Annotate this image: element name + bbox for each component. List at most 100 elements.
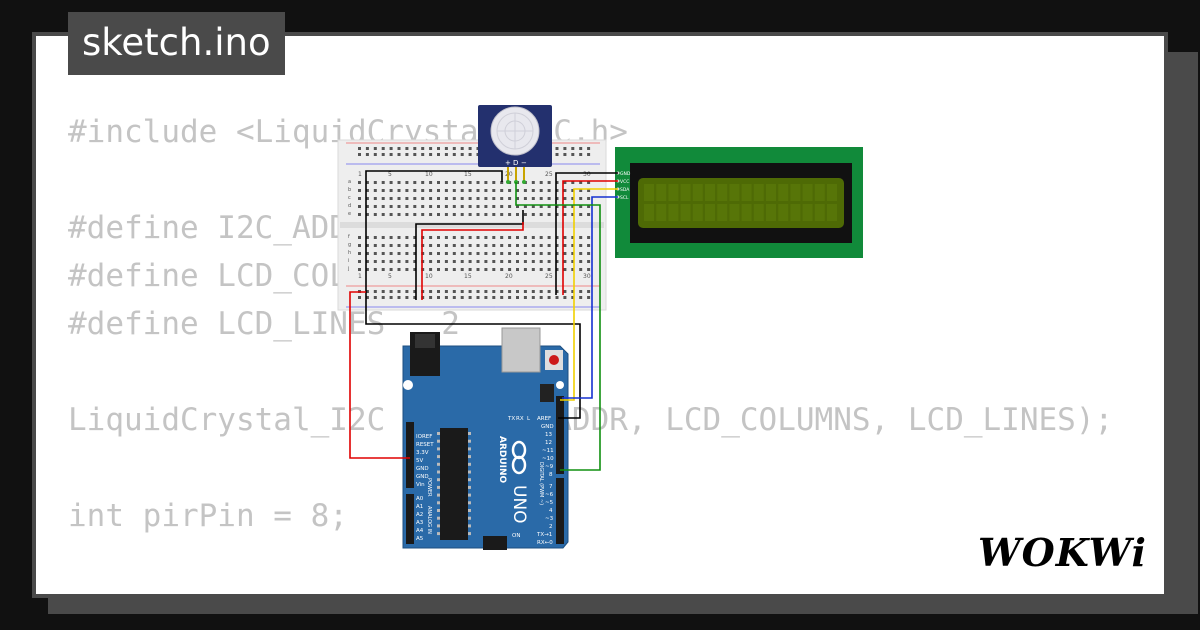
breadboard-hole: [579, 244, 583, 247]
arduino-uno-board[interactable]: IOREF RESET 3.3V 5V GND GND Vin A0 A1 A2…: [402, 327, 569, 550]
breadboard-hole: [571, 236, 575, 239]
breadboard-hole: [500, 252, 504, 255]
breadboard-hole: [492, 290, 496, 293]
breadboard-hole: [468, 197, 472, 200]
breadboard-hole: [358, 189, 361, 192]
analog-pin-label: A3: [416, 520, 424, 526]
breadboard-hole: [452, 260, 456, 263]
lcd-cell: [766, 204, 776, 221]
breadboard-hole: [460, 181, 464, 184]
breadboard-hole: [523, 197, 527, 200]
breadboard-hole: [444, 260, 448, 263]
breadboard-hole: [476, 213, 480, 216]
breadboard-hole: [484, 189, 488, 192]
breadboard-hole: [555, 296, 559, 299]
column-label: 15: [464, 171, 472, 178]
breadboard-hole: [397, 236, 401, 239]
breadboard-hole: [405, 268, 409, 271]
breadboard-hole: [429, 197, 433, 200]
breadboard-hole: [531, 252, 535, 255]
breadboard-hole: [358, 197, 361, 200]
breadboard-hole: [523, 205, 527, 208]
breadboard-hole: [444, 252, 448, 255]
breadboard-hole: [531, 268, 535, 271]
breadboard-hole: [523, 244, 527, 247]
breadboard-hole: [516, 236, 519, 239]
breadboard[interactable]: 1 5 10 15 20 25 30 1 5 10 15 20 25 30 a …: [337, 139, 607, 311]
power-header-label: POWER: [426, 478, 432, 497]
breadboard-hole: [373, 260, 377, 263]
breadboard-hole: [587, 260, 591, 263]
power-pin-label: GND: [416, 466, 429, 472]
breadboard-hole: [405, 197, 409, 200]
breadboard-hole: [444, 205, 448, 208]
code-line: LiquidCrystal_I2C lcd(I2C_ADDR, LCD_COLU…: [68, 402, 1114, 438]
breadboard-hole: [500, 197, 504, 200]
chip-pin: [437, 455, 440, 459]
breadboard-hole: [421, 205, 425, 208]
breadboard-hole: [389, 236, 393, 239]
breadboard-hole: [555, 260, 559, 263]
breadboard-hole: [397, 205, 401, 208]
breadboard-hole: [381, 236, 385, 239]
breadboard-hole: [429, 236, 433, 239]
breadboard-hole: [413, 244, 417, 247]
breadboard-hole: [373, 153, 377, 156]
breadboard-hole: [492, 252, 496, 255]
breadboard-hole: [358, 205, 361, 208]
row-label: c: [348, 195, 351, 201]
breadboard-hole: [492, 236, 496, 239]
breadboard-hole: [484, 260, 488, 263]
breadboard-hole: [476, 236, 480, 239]
breadboard-hole: [452, 197, 456, 200]
breadboard-hole: [531, 290, 535, 293]
breadboard-row-labels: a b c d e f g h i j: [347, 179, 351, 272]
breadboard-hole: [365, 290, 369, 293]
breadboard-hole: [539, 296, 543, 299]
wokwi-logo[interactable]: WOKWi: [978, 528, 1150, 580]
breadboard-hole: [381, 153, 385, 156]
chip-pin: [437, 462, 440, 466]
breadboard-hole: [468, 205, 472, 208]
breadboard-hole: [476, 290, 480, 293]
file-tab[interactable]: sketch.ino: [68, 12, 285, 75]
pir-sensor[interactable]: + D −: [478, 105, 552, 184]
breadboard-hole: [516, 213, 519, 216]
breadboard-hole: [555, 189, 559, 192]
breadboard-hole: [539, 290, 543, 293]
breadboard-hole: [405, 189, 409, 192]
breadboard-hole: [413, 181, 417, 184]
breadboard-hole: [539, 268, 543, 271]
breadboard-hole: [547, 189, 551, 192]
breadboard-hole: [508, 296, 512, 299]
breadboard-hole: [358, 296, 361, 299]
lcd-cell: [790, 184, 801, 201]
breadboard-hole: [547, 290, 551, 293]
breadboard-hole: [365, 252, 369, 255]
column-label: 10: [425, 171, 433, 178]
analog-pin-label: A1: [416, 504, 423, 510]
lcd-cell: [705, 204, 715, 221]
lcd-cell: [656, 204, 667, 221]
breadboard-hole: [571, 268, 575, 271]
lcd-display[interactable]: GND VCC SDA SCL: [615, 147, 863, 258]
digital-pin-label: 13: [545, 432, 552, 438]
breadboard-hole: [421, 153, 425, 156]
breadboard-hole: [539, 197, 543, 200]
breadboard-hole: [563, 153, 567, 156]
chip-pin: [437, 493, 440, 497]
lcd-cell: [668, 204, 679, 221]
wire-green-pir-signal: [515, 182, 601, 471]
chip-pin: [437, 524, 440, 528]
breadboard-hole: [492, 189, 496, 192]
breadboard-hole: [365, 147, 369, 150]
breadboard-hole: [389, 181, 393, 184]
breadboard-hole: [429, 213, 433, 216]
breadboard-hole: [437, 153, 440, 156]
breadboard-hole: [500, 205, 504, 208]
breadboard-hole: [468, 189, 472, 192]
led-label: L: [527, 416, 531, 422]
breadboard-hole: [468, 244, 472, 247]
code-editor: #include <LiquidCrystal_I2C.h>#define I2…: [68, 108, 1114, 594]
breadboard-hole: [555, 181, 559, 184]
